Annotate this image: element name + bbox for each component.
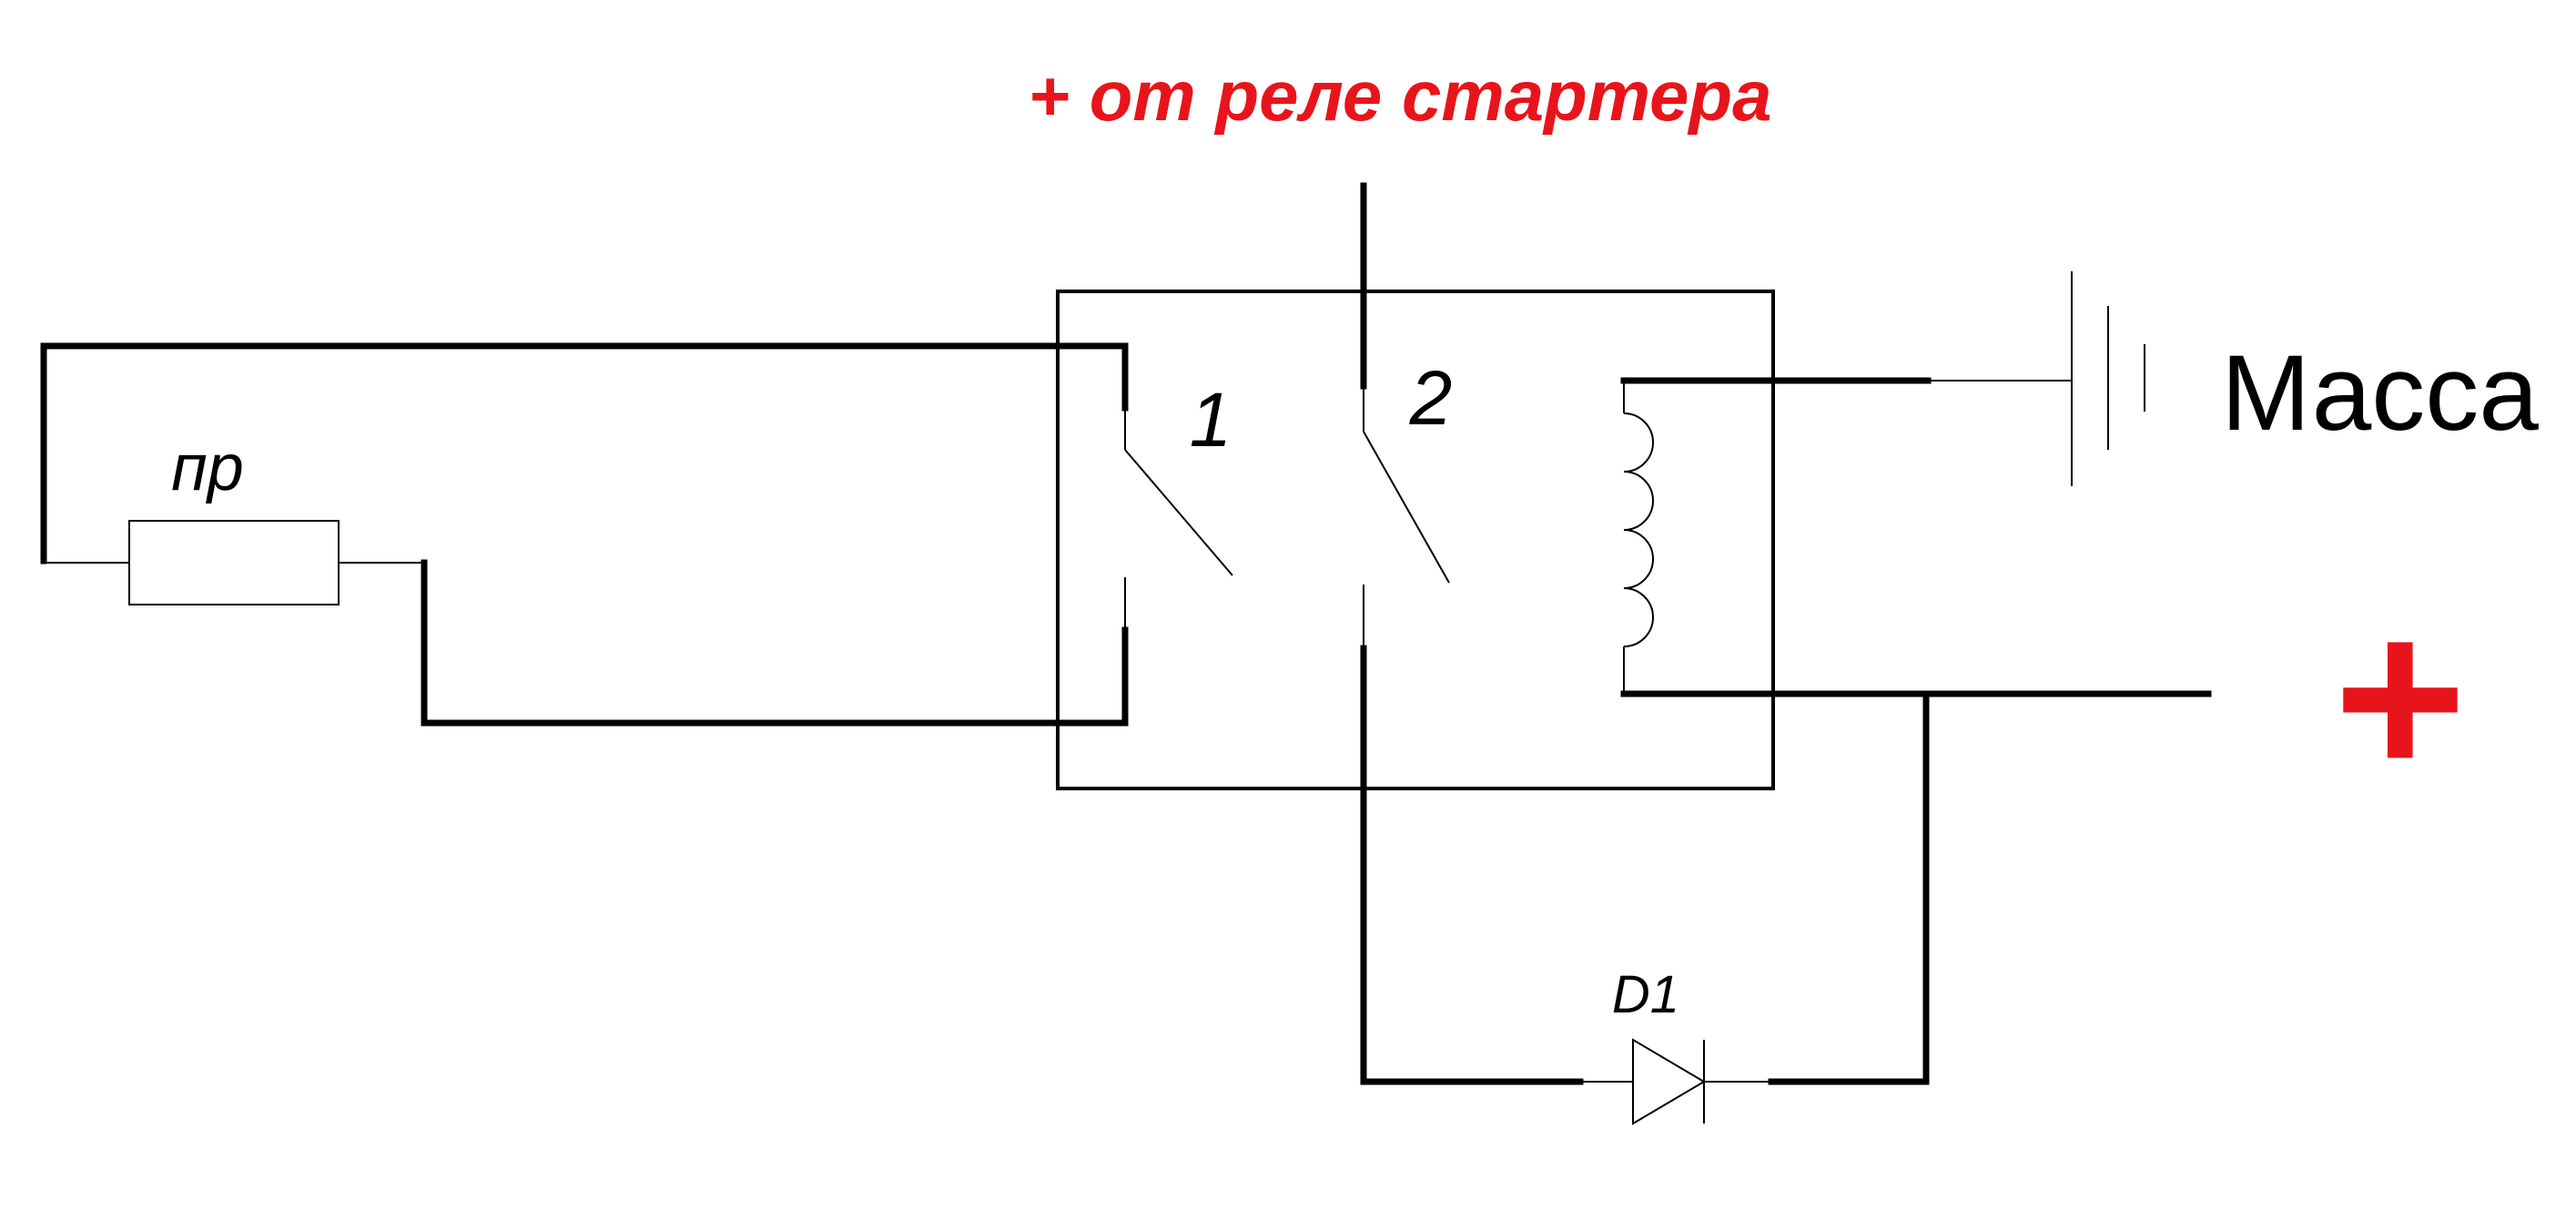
fuse-label: пр (171, 432, 244, 504)
contact-2-blade (1363, 431, 1450, 584)
relay-coil (1623, 412, 1654, 647)
fuse-symbol (128, 520, 340, 605)
relay-housing (1056, 290, 1775, 790)
diode-label: D1 (1612, 965, 1679, 1024)
ground-icon (2071, 271, 2145, 486)
ground-label: Масса (2221, 333, 2539, 453)
plus-label: + (2329, 570, 2462, 824)
starter-relay-label: + от реле стартера (1029, 56, 1772, 136)
contact-1-blade (1124, 449, 1233, 576)
wire-diode-to-plus (1768, 690, 1930, 1085)
contact-2-label: 2 (1409, 355, 1453, 441)
wire-contact-2-to-diode (1360, 645, 1584, 1085)
wire-left-bottom (421, 559, 1129, 727)
wire-left-top (40, 342, 1129, 565)
diode-icon (1632, 1038, 1706, 1125)
contact-1-label: 1 (1190, 377, 1232, 463)
